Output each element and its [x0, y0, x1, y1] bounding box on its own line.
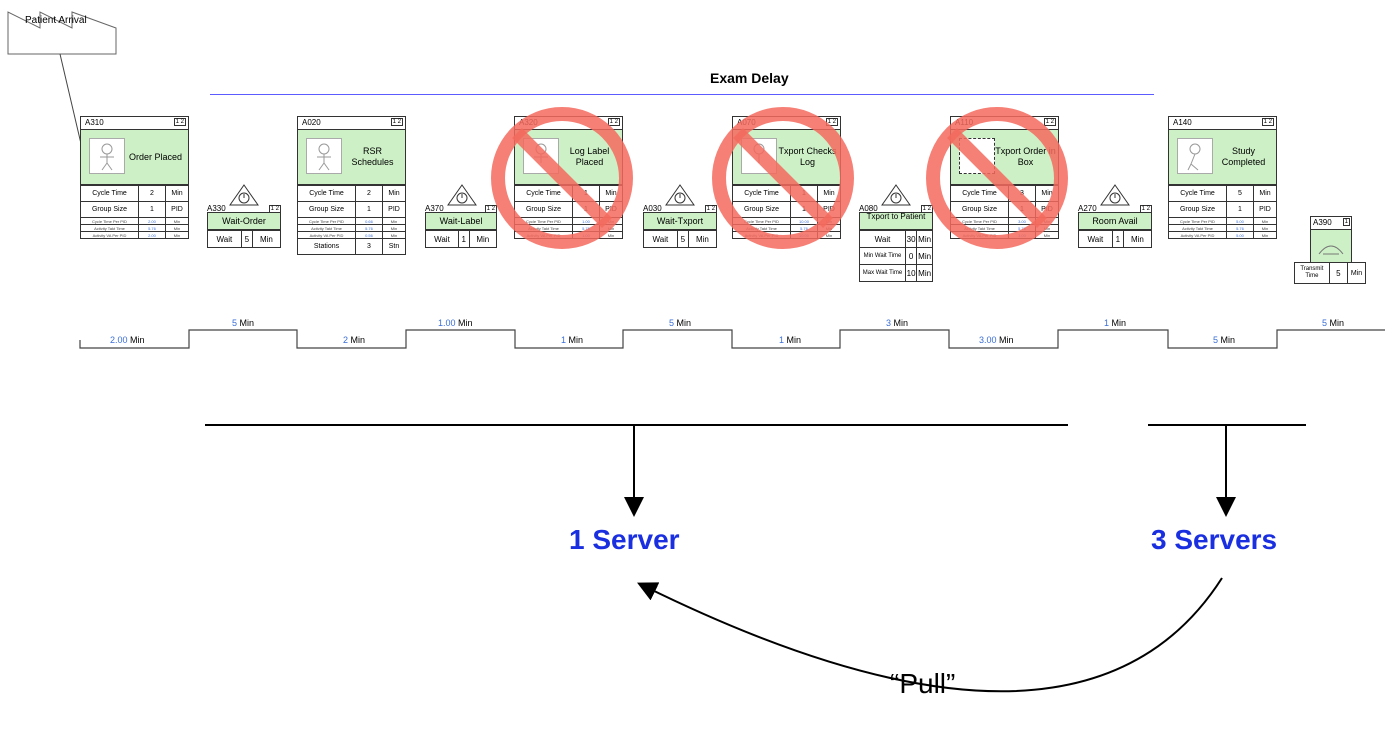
wait-id: A330	[207, 204, 226, 213]
wait-id: A080	[859, 204, 878, 213]
process-id: A140	[1173, 118, 1192, 127]
timeline-low-2: 1 Min	[561, 335, 584, 345]
cell: Min	[251, 230, 282, 248]
exam-delay-bracket	[210, 94, 1154, 95]
wait-name: Txport to Patient	[859, 212, 933, 230]
wait-triangle-icon	[447, 184, 477, 206]
server-diagram	[205, 424, 1306, 693]
process-id: A020	[302, 118, 321, 127]
timeline-high-4: 1 Min	[1104, 318, 1127, 328]
wait-triangle-icon	[665, 184, 695, 206]
wait-id: A270	[1078, 204, 1097, 213]
cell: Min	[165, 231, 189, 239]
cell: Wait	[425, 230, 459, 248]
wait-id: A370	[425, 204, 444, 213]
cell: Wait	[1078, 230, 1113, 248]
wait-id: A030	[643, 204, 662, 213]
wait-name: Wait-Txport	[643, 212, 717, 230]
cell: 5	[1328, 262, 1348, 284]
timeline-low-5: 5 Min	[1213, 335, 1236, 345]
process-name: Log Label Placed	[569, 146, 610, 167]
cell: 10	[904, 264, 918, 282]
transmit-icon	[1310, 229, 1352, 263]
person-icon	[1177, 138, 1213, 174]
wait-triangle-icon	[881, 184, 911, 206]
timeline-high-0: 5 Min	[232, 318, 255, 328]
cell: Min	[1253, 231, 1277, 239]
shift-badge: 1 2	[607, 118, 620, 126]
timeline-low-0: 2.00 Min	[110, 335, 145, 345]
shift-badge: 1 2	[1043, 118, 1056, 126]
timeline-high-2: 5 Min	[669, 318, 692, 328]
transmit-id: A390	[1313, 218, 1332, 227]
process-name: Txport Checks Log	[778, 146, 837, 167]
process-name: Order Placed	[128, 151, 183, 162]
cell: Min	[382, 185, 406, 202]
one-server-label: 1 Server	[569, 524, 680, 555]
person-icon	[89, 138, 125, 174]
ban-icon	[926, 107, 1068, 249]
timeline-high-1: 1.00 Min	[438, 318, 473, 328]
person-icon	[306, 138, 342, 174]
wait-triangle-icon	[229, 184, 259, 206]
ban-icon	[491, 107, 633, 249]
cell: Stations	[297, 238, 356, 255]
timeline-low-3: 1 Min	[779, 335, 802, 345]
cell: Min	[916, 264, 933, 282]
three-servers-label: 3 Servers	[1151, 524, 1278, 555]
process-name: Txport Order in Box	[995, 146, 1056, 167]
process-name: Study Completed	[1221, 146, 1266, 167]
shift-badge: 1 2	[268, 205, 281, 213]
cell: 30	[904, 230, 918, 248]
timeline-low-4: 3.00 Min	[979, 335, 1014, 345]
patient-arrival-icon	[7, 11, 117, 149]
exam-delay-title: Exam Delay	[710, 70, 789, 86]
timeline-ladder	[79, 329, 1385, 349]
shift-badge: 1 2	[173, 118, 186, 126]
wait-name: Wait-Label	[425, 212, 497, 230]
timeline-high-5: 5 Min	[1322, 318, 1345, 328]
cell: 0	[904, 247, 918, 265]
cell: Min	[1122, 230, 1153, 248]
wait-name: Room Avail	[1078, 212, 1152, 230]
pull-curve	[637, 577, 1223, 693]
shift-badge: 1 2	[1139, 205, 1152, 213]
timeline-low-1: 2 Min	[343, 335, 366, 345]
shift-badge: 1 2	[1261, 118, 1274, 126]
ban-icon	[712, 107, 854, 249]
shift-badge: 1 2	[920, 205, 933, 213]
cell: PID	[1253, 201, 1277, 218]
shift-badge: 1 2	[704, 205, 717, 213]
shift-badge: 1 2	[390, 118, 403, 126]
cell: Min	[687, 230, 718, 248]
cell: Stn	[382, 238, 406, 255]
wait-triangle-icon	[1100, 184, 1130, 206]
pull-label: “Pull”	[890, 668, 956, 699]
shift-badge: 1 2	[484, 205, 497, 213]
process-id: A310	[85, 118, 104, 127]
timeline-high-3: 3 Min	[886, 318, 909, 328]
patient-arrival-label: Patient Arrival	[25, 15, 87, 26]
process-name: RSR Schedules	[351, 146, 394, 167]
cell: Min	[468, 230, 498, 248]
wait-name: Wait-Order	[207, 212, 281, 230]
shift-badge: 1	[1342, 218, 1350, 226]
cell: Min	[1346, 262, 1367, 284]
